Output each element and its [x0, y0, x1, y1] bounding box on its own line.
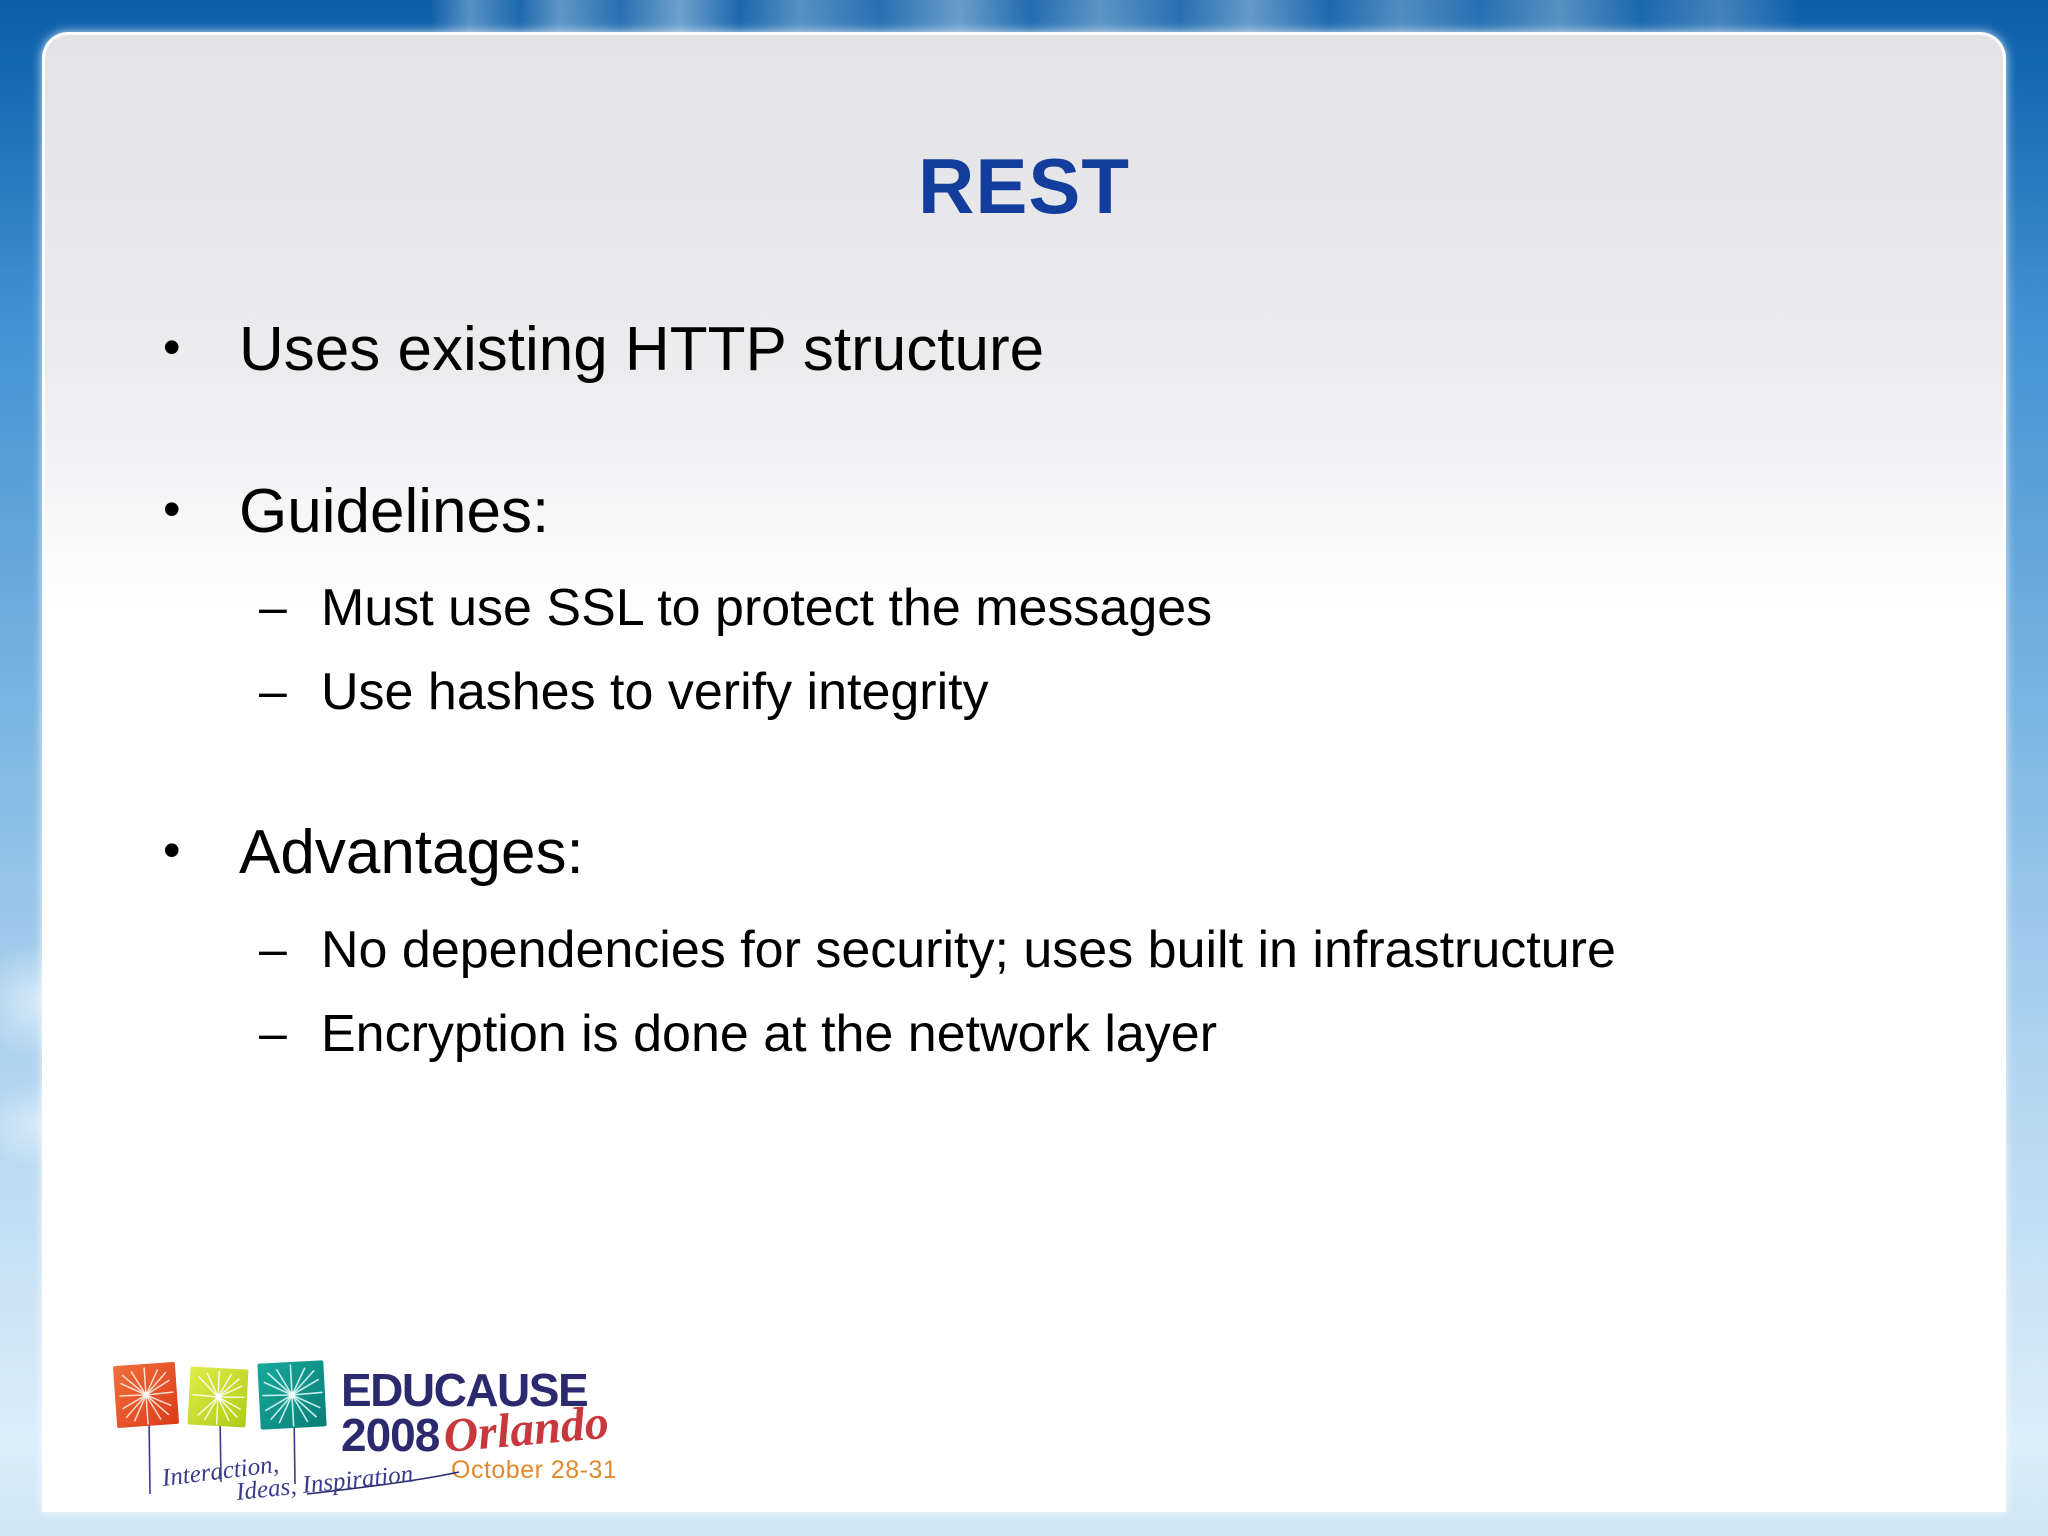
bullet-text: Advantages:: [239, 818, 584, 888]
dash-marker-icon: –: [259, 1004, 287, 1061]
dash-marker-icon: –: [259, 920, 287, 977]
bullet-text: No dependencies for security; uses built…: [321, 920, 1616, 979]
logo-square-teal: [257, 1360, 327, 1430]
bullet-text: Guidelines:: [239, 476, 550, 546]
logo-dates-text: October 28-31: [451, 1456, 615, 1484]
bullet-item-level1: • Advantages:: [45, 818, 2003, 888]
logo-year-text: 2008: [341, 1409, 440, 1461]
bullet-text: Uses existing HTTP structure: [239, 315, 1045, 384]
bullet-marker-icon: •: [163, 319, 181, 375]
spacer: [45, 724, 2003, 820]
slide-content-panel: REST • Uses existing HTTP structure • Gu…: [42, 32, 2006, 1512]
spacer: [45, 383, 2003, 479]
spacer: [45, 640, 2003, 662]
bullet-item-level2: – Must use SSL to protect the messages: [45, 578, 2003, 640]
bullet-text: Must use SSL to protect the messages: [321, 579, 1213, 638]
slide-body: • Uses existing HTTP structure • Guideli…: [45, 315, 2003, 1066]
logo-square-orange: [113, 1362, 179, 1428]
bullet-text: Use hashes to verify integrity: [321, 663, 989, 722]
spacer: [45, 544, 2003, 578]
bullet-marker-icon: •: [163, 822, 181, 879]
bullet-item-level1: • Guidelines:: [45, 476, 2003, 546]
bullet-item-level2: – Encryption is done at the network laye…: [45, 1004, 2003, 1066]
bullet-item-level2: – Use hashes to verify integrity: [45, 662, 2003, 724]
educause-logo: EDUCAUSE 2008 Orlando October 28-31 Inte…: [107, 1354, 615, 1504]
logo-org-text: EDUCAUSE: [341, 1364, 587, 1416]
logo-square-green: [187, 1366, 249, 1428]
dash-marker-icon: –: [259, 663, 287, 720]
bullet-marker-icon: •: [163, 480, 181, 537]
bullet-item-level1: • Uses existing HTTP structure: [45, 315, 2003, 384]
dash-marker-icon: –: [259, 579, 287, 636]
bullet-text: Encryption is done at the network layer: [321, 1004, 1218, 1063]
bullet-item-level2: – No dependencies for security; uses bui…: [45, 920, 2003, 982]
logo-swoosh: [306, 1471, 460, 1495]
spacer: [45, 886, 2003, 920]
spacer: [45, 982, 2003, 1004]
slide-title: REST: [917, 142, 1131, 230]
